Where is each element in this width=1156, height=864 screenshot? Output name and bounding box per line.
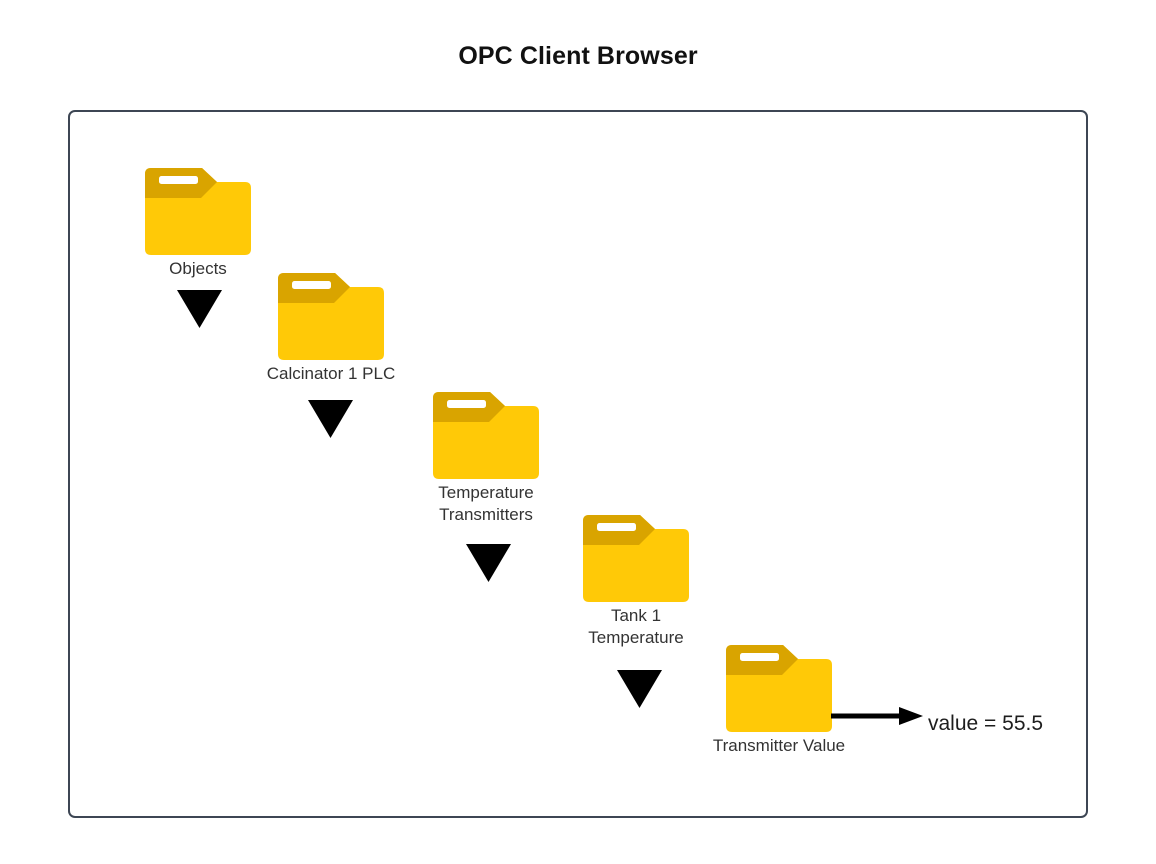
triangle-down-icon — [308, 400, 353, 438]
page-title: OPC Client Browser — [458, 42, 698, 70]
folder-icon[interactable] — [278, 273, 384, 360]
tree-node-label: Transmitter Value — [712, 736, 846, 755]
triangle-down-icon — [466, 544, 511, 582]
tree-node-label: Objects — [169, 259, 227, 278]
value-annotation-text: value = 55.5 — [928, 712, 1044, 735]
tree-node-label: Calcinator 1 PLC — [266, 364, 396, 383]
triangle-down-icon — [617, 670, 662, 708]
tree-node-objects[interactable]: Objects — [145, 168, 251, 280]
folder-icon[interactable] — [145, 168, 251, 255]
folder-icon[interactable] — [583, 515, 689, 602]
tree-node-calcinator-1-plc[interactable]: Calcinator 1 PLC — [267, 273, 395, 385]
arrow-right-icon — [831, 706, 923, 726]
folder-icon[interactable] — [433, 392, 539, 479]
tree-node-transmitter-value[interactable]: Transmitter Value — [713, 645, 845, 757]
triangle-down-icon — [177, 290, 222, 328]
folder-icon[interactable] — [726, 645, 832, 732]
